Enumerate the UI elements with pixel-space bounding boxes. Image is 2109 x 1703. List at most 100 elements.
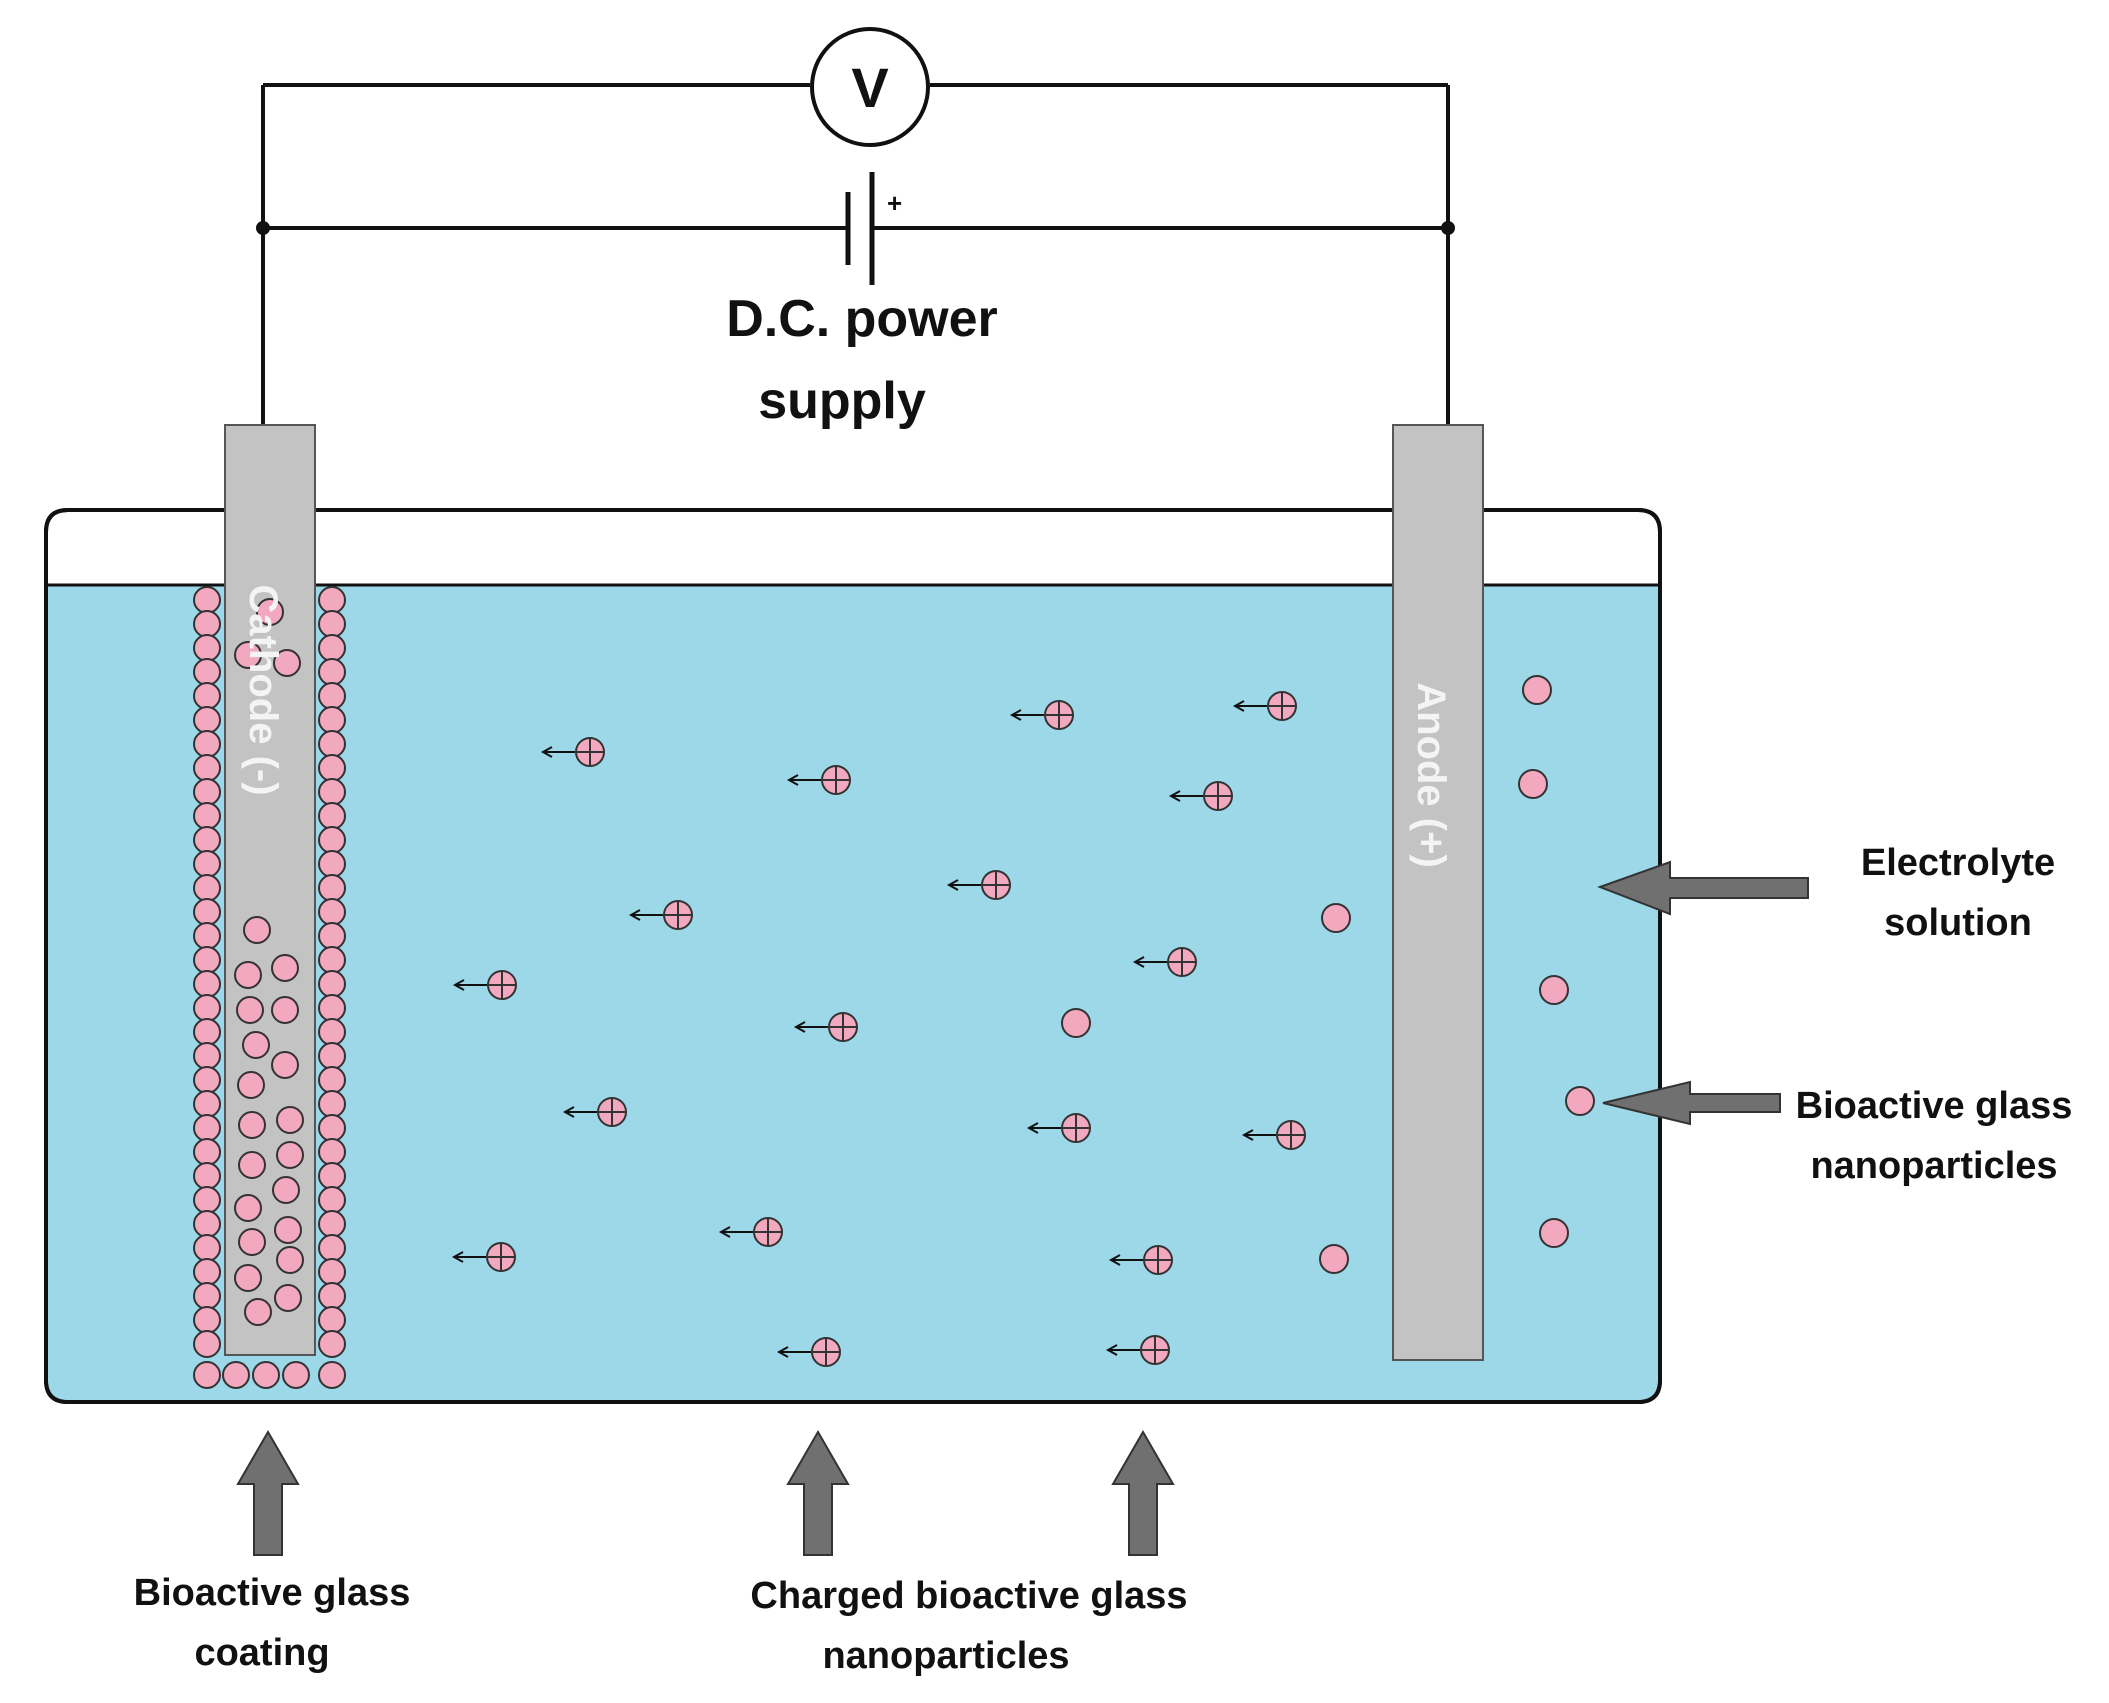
nanoparticles-arrow bbox=[1602, 1080, 1781, 1126]
junction-right bbox=[1441, 221, 1455, 235]
coating-particle bbox=[318, 1361, 346, 1389]
nanoparticle bbox=[1518, 769, 1548, 799]
coating-particle bbox=[318, 850, 346, 878]
coating-particle bbox=[193, 610, 221, 638]
coating-particle bbox=[193, 1042, 221, 1070]
charged-particle bbox=[1026, 1113, 1091, 1143]
charged-particle bbox=[1105, 1335, 1170, 1365]
coating-label-line2: coating bbox=[194, 1632, 329, 1674]
charged-particle bbox=[718, 1217, 783, 1247]
charged-particle bbox=[1132, 947, 1197, 977]
coating-particle bbox=[193, 922, 221, 950]
bioactive-glass-coating bbox=[193, 586, 346, 1389]
coating-particle bbox=[193, 1138, 221, 1166]
charged-arrow-1 bbox=[786, 1429, 850, 1556]
coating-particle bbox=[318, 682, 346, 710]
cathode-surface-particle bbox=[244, 1298, 272, 1326]
coating-particle bbox=[318, 970, 346, 998]
nanoparticle bbox=[1565, 1086, 1595, 1116]
coating-particle bbox=[193, 1066, 221, 1094]
coating-particle bbox=[318, 730, 346, 758]
anode-label: Anode (+) bbox=[1409, 682, 1453, 868]
cathode-surface-particle bbox=[271, 954, 299, 982]
coating-particle bbox=[193, 1258, 221, 1286]
voltmeter-label: V bbox=[851, 56, 888, 119]
nanoparticle bbox=[1321, 903, 1351, 933]
coating-particle bbox=[318, 826, 346, 854]
charged-particle bbox=[1108, 1245, 1173, 1275]
charged-particle bbox=[793, 1012, 858, 1042]
charged-label-line1: Charged bioactive glass bbox=[750, 1575, 1187, 1617]
coating-particle bbox=[318, 1018, 346, 1046]
coating-particle bbox=[318, 874, 346, 902]
nanoparticle bbox=[1539, 1218, 1569, 1248]
junction-left bbox=[256, 221, 270, 235]
charged-particle bbox=[628, 900, 693, 930]
coating-particle bbox=[318, 946, 346, 974]
charged-particle bbox=[786, 765, 851, 795]
circuit-wires bbox=[261, 83, 1450, 425]
cathode-surface-particle bbox=[234, 961, 262, 989]
electrolyte-solution bbox=[48, 585, 1658, 1400]
battery-icon bbox=[845, 172, 875, 285]
coating-particle bbox=[193, 634, 221, 662]
cathode-surface-particle bbox=[276, 1106, 304, 1134]
cathode-surface-particle bbox=[256, 598, 284, 626]
coating-particle bbox=[193, 586, 221, 614]
coating-particle bbox=[193, 802, 221, 830]
cathode-surface-particle bbox=[237, 1071, 265, 1099]
coating-particle bbox=[318, 1282, 346, 1310]
cathode-surface-particle bbox=[273, 649, 301, 677]
cathode-deposited-particles bbox=[234, 598, 304, 1326]
charged-particle bbox=[1009, 700, 1074, 730]
cathode-surface-particle bbox=[276, 1246, 304, 1274]
coating-particle bbox=[193, 994, 221, 1022]
coating-particle bbox=[318, 586, 346, 614]
coating-particle bbox=[193, 1018, 221, 1046]
coating-particle bbox=[193, 1162, 221, 1190]
coating-particle bbox=[193, 706, 221, 734]
coating-particle bbox=[193, 826, 221, 854]
charged-particle bbox=[540, 737, 605, 767]
charged-particle bbox=[452, 970, 517, 1000]
voltmeter: V bbox=[810, 27, 930, 147]
electrolyte-label-line2: solution bbox=[1884, 902, 2032, 944]
nanoparticles-label-line2: nanoparticles bbox=[1810, 1145, 2057, 1187]
coating-particle bbox=[318, 802, 346, 830]
power-supply-label-line1: D.C. power bbox=[726, 290, 998, 348]
charged-arrow-2 bbox=[1111, 1429, 1175, 1556]
coating-particle bbox=[318, 994, 346, 1022]
coating-particle bbox=[193, 658, 221, 686]
cathode-surface-particle bbox=[234, 1264, 262, 1292]
cathode-surface-particle bbox=[274, 1284, 302, 1312]
coating-particle bbox=[318, 1186, 346, 1214]
charged-particle bbox=[1241, 1120, 1306, 1150]
electrolyte-label-line1: Electrolyte bbox=[1861, 842, 2055, 884]
nanoparticle bbox=[1061, 1008, 1091, 1038]
charged-particle bbox=[562, 1097, 627, 1127]
charged-particle bbox=[1168, 781, 1233, 811]
electrolyte-arrow bbox=[1597, 860, 1809, 916]
nanoparticle bbox=[1522, 675, 1552, 705]
coating-particle bbox=[193, 1210, 221, 1238]
cathode-surface-particle bbox=[242, 1031, 270, 1059]
coating-particle bbox=[193, 730, 221, 758]
coating-particle bbox=[318, 1258, 346, 1286]
coating-particle bbox=[318, 1090, 346, 1118]
anode-electrode bbox=[1392, 424, 1484, 1361]
coating-particle bbox=[193, 850, 221, 878]
charged-particle bbox=[1232, 691, 1297, 721]
coating-arrow bbox=[236, 1429, 300, 1556]
coating-particle bbox=[193, 1282, 221, 1310]
coating-particle bbox=[318, 1330, 346, 1358]
coating-particle bbox=[193, 1186, 221, 1214]
nanoparticle bbox=[1539, 975, 1569, 1005]
coating-particle bbox=[318, 1234, 346, 1262]
cathode-surface-particle bbox=[274, 1216, 302, 1244]
cathode-surface-particle bbox=[276, 1141, 304, 1169]
coating-particle bbox=[193, 1234, 221, 1262]
coating-particle bbox=[193, 898, 221, 926]
cathode-surface-particle bbox=[234, 1194, 262, 1222]
coating-particle bbox=[193, 1090, 221, 1118]
cathode-surface-particle bbox=[271, 996, 299, 1024]
